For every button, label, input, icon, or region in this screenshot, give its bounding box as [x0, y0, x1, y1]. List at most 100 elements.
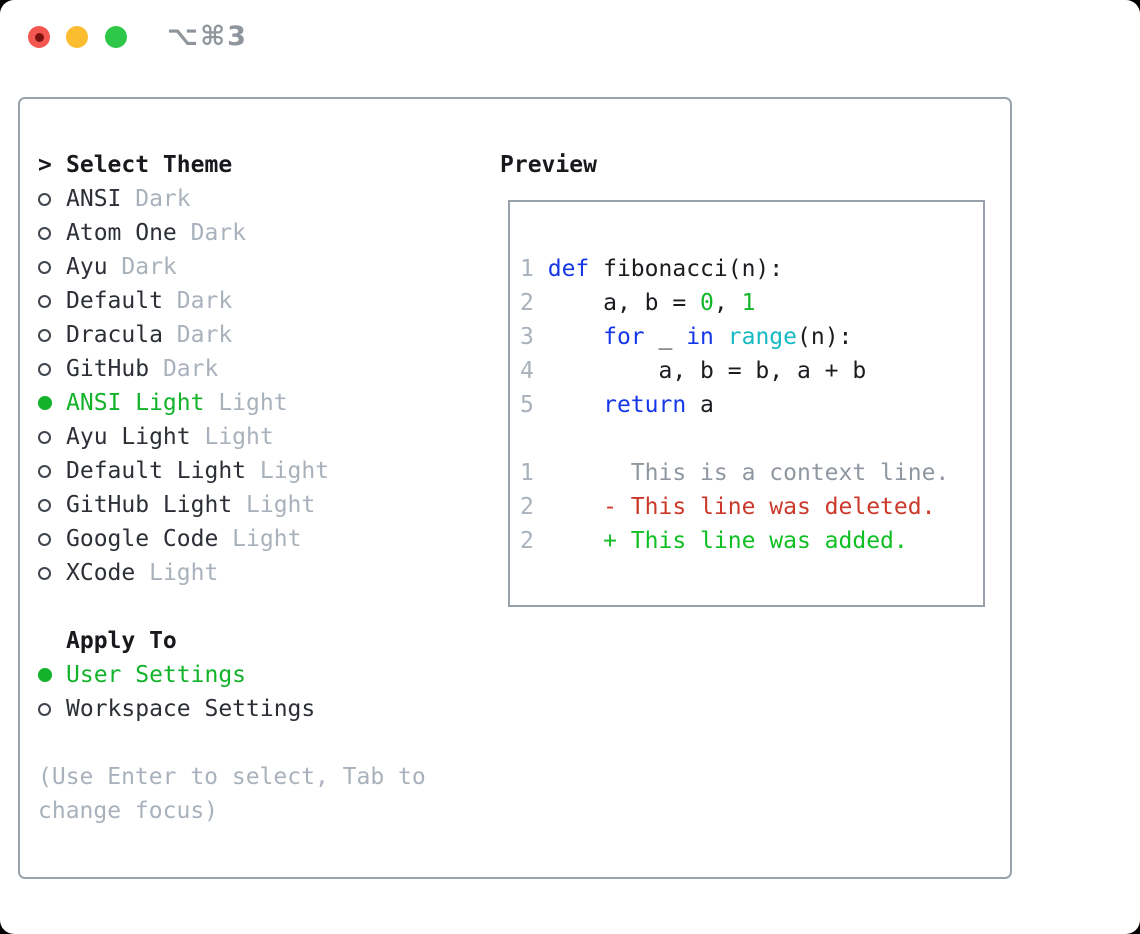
theme-option-ansi-light-light[interactable]: ANSI Light Light	[38, 386, 426, 420]
minimize-button[interactable]	[66, 26, 88, 48]
theme-name: Default Light	[66, 458, 247, 484]
theme-variant-badge: Light	[204, 390, 288, 416]
radio-icon	[38, 430, 51, 444]
theme-name: Default	[66, 288, 163, 314]
theme-option-github-dark[interactable]: GitHub Dark	[38, 352, 426, 386]
keyboard-hint-text: (Use Enter to select, Tab to	[38, 764, 426, 790]
close-dot-icon	[34, 32, 44, 42]
code-keyword: in	[686, 324, 714, 350]
theme-variant-badge: Light	[218, 526, 302, 552]
zoom-button[interactable]	[105, 26, 127, 48]
preview-heading: Preview	[500, 152, 597, 178]
code-number: 1	[741, 290, 756, 316]
line-number: 2	[520, 528, 534, 554]
radio-icon	[38, 498, 51, 512]
radio-slot	[38, 430, 66, 444]
code-text	[534, 528, 603, 554]
theme-name: Atom One	[66, 220, 177, 246]
diff-context-text: This is a context line.	[533, 460, 950, 486]
radio-icon	[38, 294, 51, 308]
apply-to-heading: Apply To	[38, 624, 426, 658]
code-text: fibonacci(n):	[589, 256, 784, 282]
keyboard-hint-text: change focus)	[38, 798, 219, 824]
code-line: 4 a, b = b, a + b	[520, 354, 983, 388]
code-text: a, b =	[533, 290, 701, 316]
radio-slot	[38, 226, 66, 240]
radio-icon	[38, 328, 51, 342]
code-text: ,	[713, 290, 742, 316]
code-keyword: for	[603, 324, 645, 350]
theme-variant-badge: Light	[190, 424, 274, 450]
radio-slot	[38, 192, 66, 206]
radio-icon	[38, 260, 51, 274]
code-number: 0	[700, 290, 714, 316]
apply-option-workspace-settings[interactable]: Workspace Settings	[38, 692, 426, 726]
theme-option-default-light-light[interactable]: Default Light Light	[38, 454, 426, 488]
code-line: 2 a, b = 0, 1	[520, 286, 983, 320]
apply-option-label: Workspace Settings	[66, 696, 316, 722]
theme-variant-badge: Dark	[176, 220, 247, 246]
apply-to-heading-label: Apply To	[66, 628, 177, 654]
apply-option-label: User Settings	[66, 662, 247, 688]
theme-option-ayu-light-light[interactable]: Ayu Light Light	[38, 420, 426, 454]
code-line: 2 + This line was added.	[520, 524, 983, 558]
radio-slot	[38, 362, 66, 376]
theme-option-ayu-dark[interactable]: Ayu Dark	[38, 250, 426, 284]
theme-variant-badge: Dark	[121, 186, 191, 212]
code-keyword: return	[603, 392, 687, 418]
radio-slot	[38, 668, 66, 682]
line-number: 2	[520, 494, 534, 520]
theme-variant-badge: Dark	[162, 288, 233, 314]
theme-variant-badge: Dark	[162, 322, 233, 348]
theme-name: Dracula	[66, 322, 163, 348]
code-keyword: def	[547, 256, 590, 282]
theme-name: XCode	[66, 560, 136, 586]
diff-added-text: + This line was added.	[603, 528, 908, 554]
theme-name: ANSI Light	[66, 390, 205, 416]
spacer-row	[38, 590, 426, 624]
apply-option-user-settings[interactable]: User Settings	[38, 658, 426, 692]
theme-list-heading: > Select Theme	[38, 148, 426, 182]
code-line: 1 def fibonacci(n):	[520, 252, 983, 286]
prompt-icon: >	[38, 152, 52, 178]
line-number: 1	[520, 460, 534, 486]
line-number: 2	[520, 290, 534, 316]
line-number: 4	[520, 358, 534, 384]
keyboard-hint: change focus)	[38, 794, 426, 828]
code-text	[534, 324, 603, 350]
radio-icon	[38, 702, 51, 716]
code-text: a	[686, 392, 714, 418]
window-title: ⌥⌘3	[167, 21, 248, 52]
code-text	[534, 256, 548, 282]
code-line: 5 return a	[520, 388, 983, 422]
code-builtin: range	[727, 324, 798, 350]
theme-option-dracula-dark[interactable]: Dracula Dark	[38, 318, 426, 352]
theme-option-github-light-light[interactable]: GitHub Light Light	[38, 488, 426, 522]
radio-icon	[38, 464, 51, 478]
theme-name: Google Code	[66, 526, 219, 552]
diff-deleted-text: - This line was deleted.	[603, 494, 936, 520]
radio-icon	[38, 362, 51, 376]
radio-icon	[38, 566, 51, 580]
theme-variant-badge: Dark	[107, 254, 177, 280]
close-button[interactable]	[28, 26, 50, 48]
theme-list-heading-label: Select Theme	[66, 152, 233, 178]
radio-icon	[38, 532, 51, 546]
radio-slot	[38, 464, 66, 478]
theme-option-default-dark[interactable]: Default Dark	[38, 284, 426, 318]
theme-option-ansi-dark[interactable]: ANSI Dark	[38, 182, 426, 216]
theme-option-xcode-light[interactable]: XCode Light	[38, 556, 426, 590]
code-line: 1 This is a context line.	[520, 456, 983, 490]
theme-variant-badge: Light	[246, 458, 330, 484]
line-number: 5	[520, 392, 534, 418]
code-text: (n):	[797, 324, 853, 350]
theme-option-google-code-light[interactable]: Google Code Light	[38, 522, 426, 556]
code-text: a, b = b, a + b	[533, 358, 867, 384]
theme-option-atom-one-dark[interactable]: Atom One Dark	[38, 216, 426, 250]
code-text	[714, 324, 728, 350]
radio-slot	[38, 328, 66, 342]
radio-slot	[38, 702, 66, 716]
spacer-row	[38, 726, 426, 760]
